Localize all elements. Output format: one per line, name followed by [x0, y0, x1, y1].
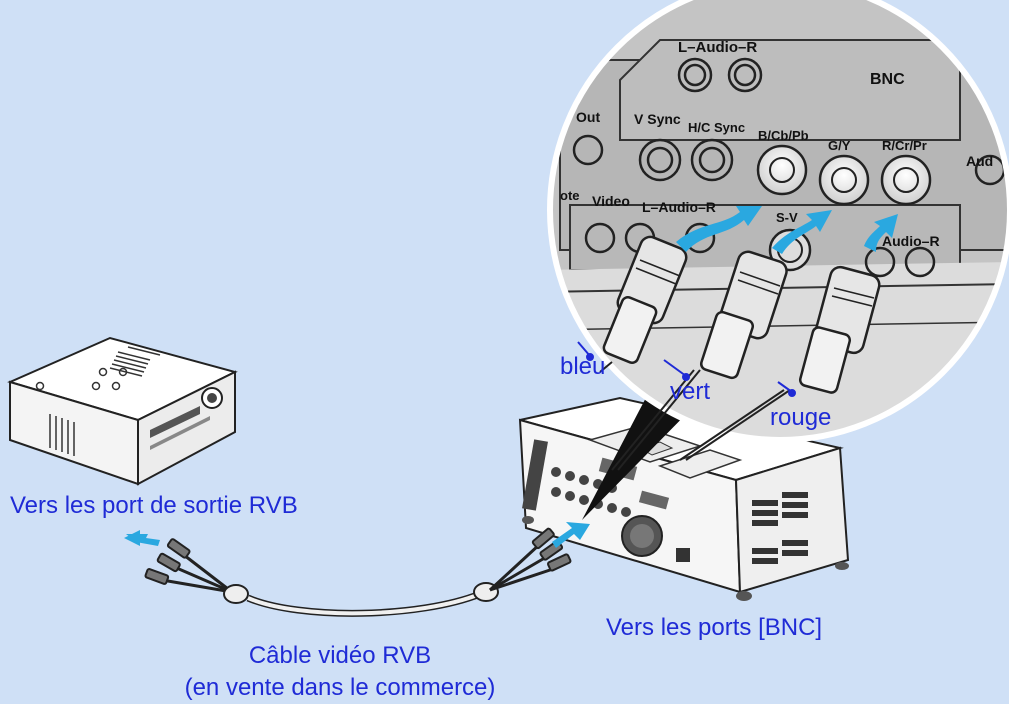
port-label-audio-top: L–Audio–R	[678, 39, 757, 56]
port-label-b-cb-pb: B/Cb/Pb	[758, 128, 809, 143]
rgb-bnc-cable-icon	[144, 527, 572, 617]
port-label-remote: ote	[560, 188, 580, 203]
port-label-hc-sync: H/C Sync	[688, 120, 745, 135]
label-pointers	[577, 341, 796, 397]
cable-caption-line2: (en vente dans le commerce)	[184, 674, 496, 701]
port-label-video: Video	[592, 193, 630, 209]
cable-caption-line1: Câble vidéo RVB	[248, 642, 432, 669]
magnify-pointer	[582, 390, 700, 520]
port-label-g-y: G/Y	[828, 138, 851, 153]
cable-leads	[599, 361, 791, 471]
port-label-audio-bottom: L–Audio–R	[642, 199, 716, 215]
port-label-s-video: S-V	[776, 210, 798, 225]
cable-label-green: vert	[670, 378, 711, 405]
port-label-v-sync: V Sync	[634, 111, 681, 127]
port-label-out: Out	[576, 109, 600, 125]
cable-label-blue: bleu	[560, 353, 606, 380]
port-label-audio-right: Audio–R	[882, 233, 940, 249]
port-label-r-cr-pr: R/Cr/Pr	[882, 138, 927, 153]
magnified-panel: L–Audio–R BNC Out V Sync H/C Sync B/Cb/P…	[547, 0, 1009, 443]
arrow-icon	[124, 522, 590, 548]
cable-label-red: rouge	[770, 404, 832, 431]
bnc-section-label: BNC	[870, 71, 905, 88]
port-label-aud: Aud	[966, 153, 993, 169]
source-port-caption: Vers les port de sortie RVB	[10, 492, 298, 519]
computer-icon	[7, 336, 238, 486]
arrow-icon	[676, 206, 898, 254]
projector-port-caption: Vers les ports [BNC]	[606, 614, 823, 641]
